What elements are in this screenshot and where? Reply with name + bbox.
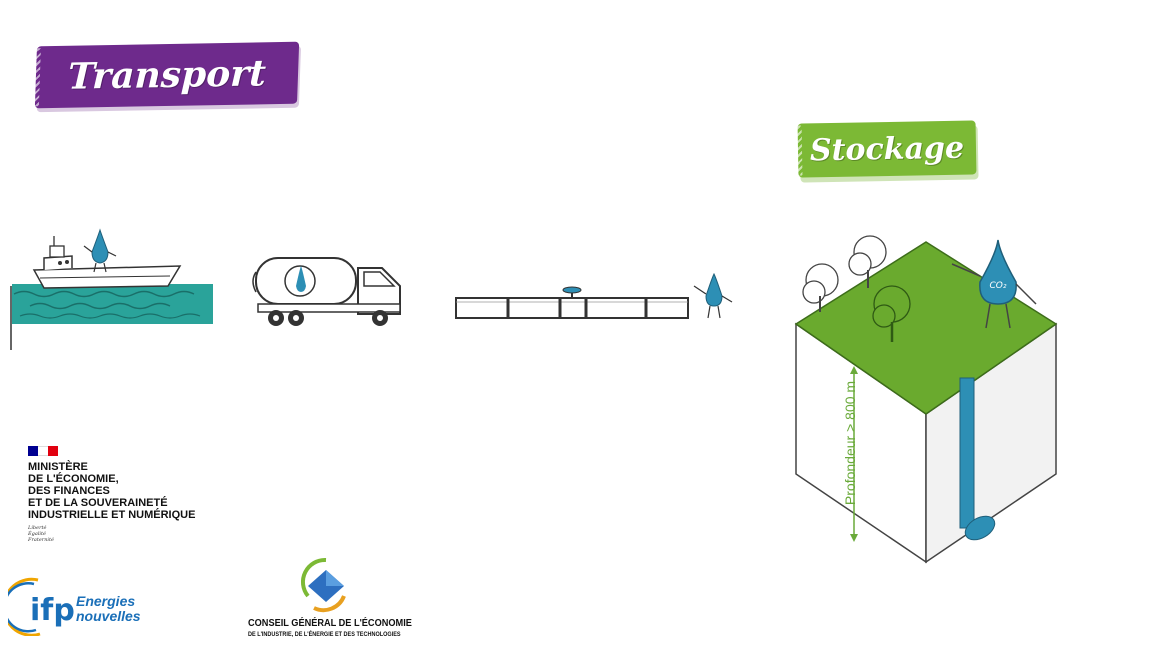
ship-icon — [12, 228, 213, 324]
ministere-logo: MINISTÈRE DE L'ÉCONOMIE, DES FINANCES ET… — [28, 446, 228, 543]
ministere-line-1: MINISTÈRE — [28, 461, 88, 473]
ministere-line-3: DES FINANCES — [28, 485, 110, 497]
ministere-name: MINISTÈRE DE L'ÉCONOMIE, DES FINANCES ET… — [28, 461, 228, 521]
depth-label: Profondeur > 800 m — [838, 368, 862, 518]
left-edge-rule — [10, 286, 12, 350]
co2-drop-character-icon — [693, 272, 733, 319]
transport-banner: Transport — [34, 41, 300, 109]
tree-icon — [872, 285, 911, 342]
motto-line-1: Liberté — [28, 525, 47, 531]
tanker-truck-icon — [252, 257, 401, 326]
french-flag-icon — [28, 446, 58, 456]
pipeline-icon — [455, 286, 689, 319]
cge-subtitle: DE L'INDUSTRIE, DE L'ÉNERGIE ET DES TECH… — [248, 632, 401, 638]
stockage-title: Stockage — [809, 130, 965, 168]
ministere-line-5: INDUSTRIELLE ET NUMÉRIQUE — [28, 509, 196, 521]
ifp-wordmark: Energies nouvelles — [76, 594, 141, 624]
co2-drop-character-icon: CO₂ — [951, 239, 1037, 329]
ifp-line-1: Energies — [76, 593, 136, 609]
tree-icon — [802, 263, 839, 312]
ministere-line-2: DE L'ÉCONOMIE, — [28, 473, 119, 485]
ifp-logo-icon: ifp — [8, 577, 75, 636]
cge-title: CONSEIL GÉNÉRAL DE L'ÉCONOMIE — [248, 618, 412, 629]
transport-title: Transport — [67, 52, 267, 98]
cge-logo-icon — [300, 557, 346, 613]
ministere-line-4: ET DE LA SOUVERAINETÉ — [28, 497, 168, 509]
stockage-banner: Stockage — [797, 120, 977, 178]
depth-label-text: Profondeur > 800 m — [842, 380, 858, 506]
storage-block-icon: CO₂ — [794, 235, 1058, 564]
tree-icon — [848, 235, 887, 288]
ministere-motto: Liberté Égalité Fraternité — [28, 525, 228, 543]
ifp-line-2: nouvelles — [76, 608, 141, 624]
svg-text:ifp: ifp — [30, 593, 75, 628]
motto-line-2: Égalité — [28, 531, 46, 537]
drop-label: CO₂ — [990, 281, 1007, 291]
motto-line-3: Fraternité — [28, 537, 54, 543]
